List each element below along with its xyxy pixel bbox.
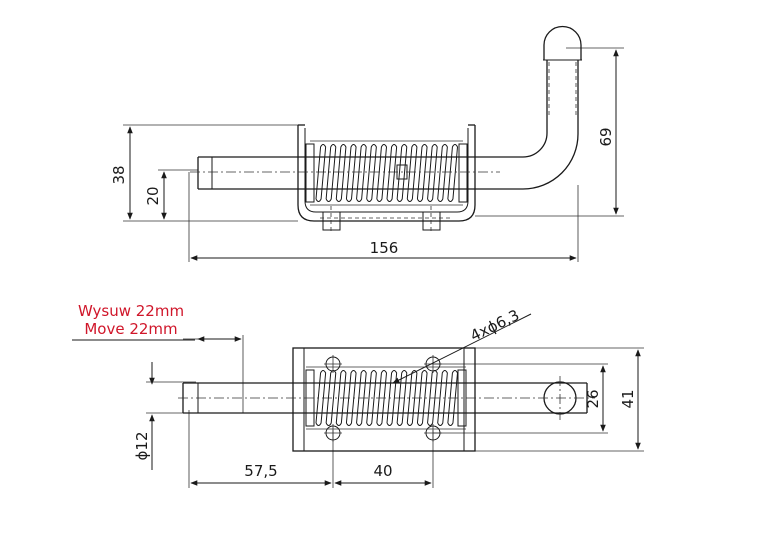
spring-coil bbox=[447, 370, 459, 426]
spring-coil bbox=[427, 144, 438, 202]
dim-pin-offset: 57,5 bbox=[244, 462, 277, 480]
spring-coil bbox=[376, 144, 388, 202]
pin-side bbox=[197, 156, 523, 190]
spring-coil bbox=[325, 144, 337, 202]
housing-top bbox=[292, 347, 476, 452]
dim-handle-height: 69 bbox=[597, 127, 615, 146]
mounting-hole bbox=[324, 424, 342, 442]
mounting-hole bbox=[424, 424, 442, 442]
spring-side bbox=[305, 140, 468, 206]
stroke-note-en: Move 22mm bbox=[84, 320, 177, 338]
dim-width: 41 bbox=[619, 389, 637, 408]
spring-coil bbox=[345, 370, 357, 426]
dim-pin-diameter: ϕ12 bbox=[133, 432, 151, 461]
hole-leader bbox=[392, 313, 532, 384]
spring-coil bbox=[396, 370, 408, 426]
spring-coil bbox=[386, 144, 398, 202]
dim-hole-rows: 26 bbox=[584, 389, 602, 408]
mounting-hole bbox=[324, 355, 342, 373]
spring-coil bbox=[447, 144, 459, 202]
spring-coil bbox=[335, 370, 347, 426]
spring-coil bbox=[315, 370, 327, 426]
dim-total-length: 156 bbox=[370, 239, 399, 257]
spring-coil bbox=[437, 370, 448, 426]
spring-coil bbox=[386, 370, 398, 426]
side-view: 38 20 156 69 bbox=[110, 25, 624, 262]
top-view: 4xϕ6,3 ϕ12 57,5 40 26 41 bbox=[133, 306, 644, 488]
spring-coil bbox=[315, 144, 327, 202]
housing-side bbox=[297, 124, 476, 232]
mounting-holes bbox=[324, 355, 442, 442]
dim-height: 38 bbox=[110, 165, 128, 184]
spring-coil bbox=[416, 370, 428, 426]
dim-holes: 4xϕ6,3 bbox=[467, 306, 522, 345]
handle-side bbox=[522, 25, 582, 190]
spring-coil bbox=[356, 144, 367, 202]
spring-coil bbox=[366, 370, 377, 426]
stroke-note-pl: Wysuw 22mm bbox=[78, 302, 184, 320]
spring-coil bbox=[345, 144, 357, 202]
spring-coil bbox=[406, 144, 418, 202]
dim-hole-spacing: 40 bbox=[373, 462, 392, 480]
spring-coil bbox=[335, 144, 347, 202]
spring-coil bbox=[406, 370, 418, 426]
spring-coil bbox=[366, 144, 377, 202]
dim-pin-center: 20 bbox=[144, 186, 162, 205]
mounting-hole bbox=[424, 355, 442, 373]
spring-coil bbox=[437, 144, 448, 202]
spring-coil bbox=[396, 144, 408, 202]
spring-coil bbox=[376, 370, 388, 426]
stroke-note: Wysuw 22mm Move 22mm bbox=[72, 302, 195, 341]
spring-coil bbox=[356, 370, 367, 426]
spring-coil bbox=[416, 144, 428, 202]
